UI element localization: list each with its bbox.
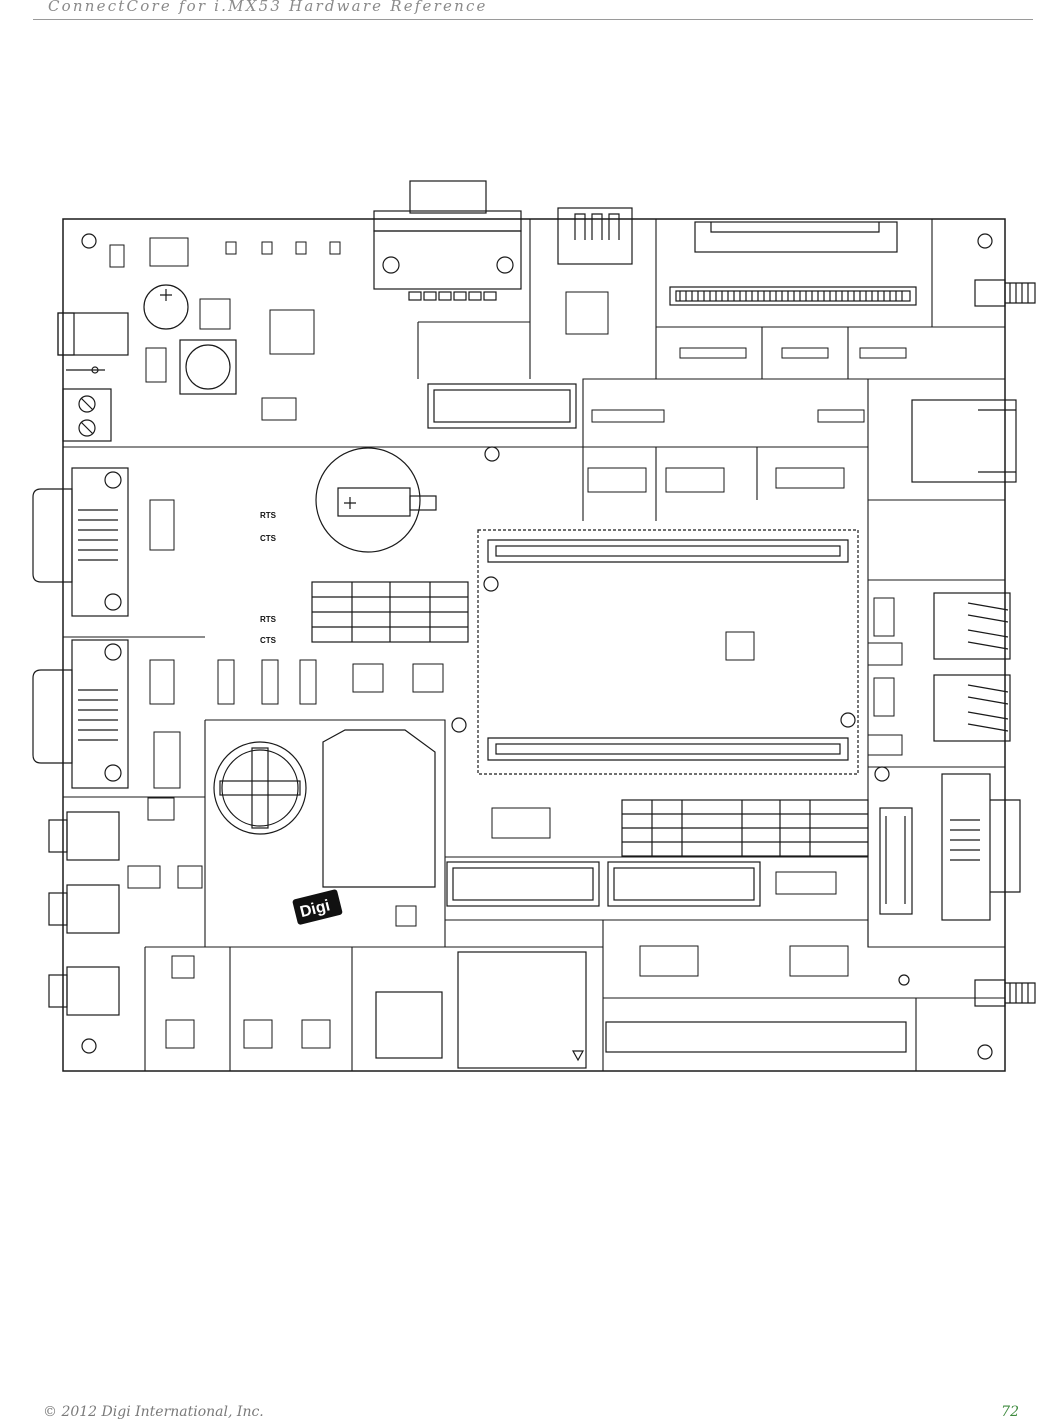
cts-label-2: CTS — [260, 636, 277, 645]
module-connector-top — [488, 540, 848, 562]
footer-copyright: © 2012 Digi International, Inc. — [43, 1404, 264, 1420]
hdmi-connector — [880, 808, 912, 914]
region-dividers — [63, 219, 1005, 1071]
inductor-1 — [144, 285, 188, 329]
board-outline — [63, 219, 1005, 1071]
usb-stacked-right — [934, 593, 1010, 741]
coin-cell-holder — [214, 742, 306, 834]
serial-db9-left-1 — [33, 468, 128, 616]
box-header-bottom-1 — [447, 862, 599, 906]
serial-db9-left-2 — [33, 640, 128, 788]
audio-jacks — [49, 812, 119, 1015]
digi-logo: Digi — [292, 889, 343, 925]
rts-label-2: RTS — [260, 615, 277, 624]
vga-connector-right — [942, 774, 1020, 920]
inductor-2 — [180, 340, 236, 394]
page-number: 72 — [1001, 1404, 1019, 1420]
microsd-slot — [376, 992, 442, 1058]
power-jack — [58, 313, 128, 373]
ethernet-jack — [912, 400, 1016, 482]
lcd-connector-pins — [670, 287, 916, 305]
usb-top-connector — [558, 208, 632, 264]
module-connector-bottom — [488, 738, 848, 760]
cts-label-1: CTS — [260, 534, 277, 543]
box-header-bottom-2 — [608, 862, 760, 906]
switch-table-2 — [622, 800, 868, 856]
mounting-holes — [82, 234, 992, 1059]
lcd-flex-connector — [695, 222, 897, 252]
expansion-header-bottom — [606, 1022, 906, 1052]
small-components — [110, 238, 906, 1048]
box-header-top — [428, 384, 576, 428]
switch-table-1 — [312, 582, 468, 642]
wireless-module — [323, 730, 435, 887]
db9-top-connector — [374, 181, 521, 300]
terminal-block — [63, 389, 111, 441]
sd-card-slot — [458, 952, 586, 1068]
battery-holder — [316, 448, 436, 552]
rts-label-1: RTS — [260, 511, 277, 520]
